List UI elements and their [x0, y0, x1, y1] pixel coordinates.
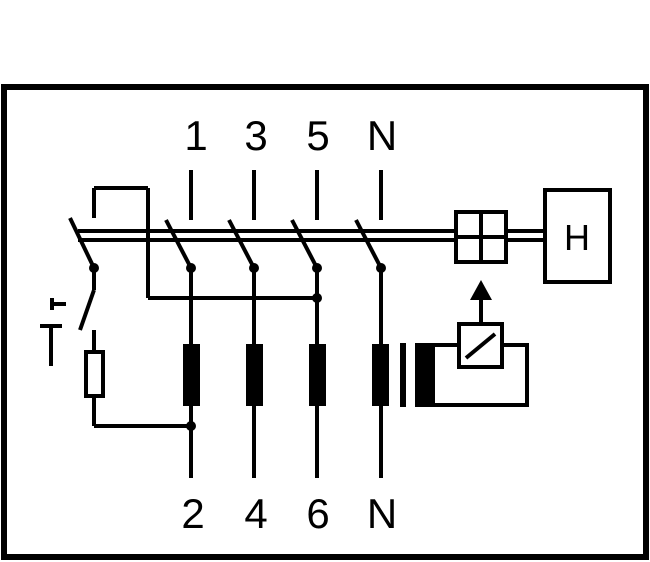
mechanical-linkage	[78, 229, 545, 242]
indicator-box	[543, 188, 612, 284]
top-terminal-stubs	[189, 170, 383, 220]
terminal-label-2: 2	[181, 490, 204, 537]
terminal-label-n-bottom: N	[367, 490, 397, 537]
terminal-label-6: 6	[306, 490, 329, 537]
terminal-label-3: 3	[244, 112, 267, 159]
junction-dots	[89, 263, 386, 431]
terminal-label-1: 1	[184, 112, 207, 159]
terminal-label-4: 4	[244, 490, 267, 537]
indicator-label: H	[564, 217, 590, 258]
test-circuit	[68, 186, 317, 428]
trip-relay-slash	[464, 332, 497, 360]
core-windings	[183, 344, 389, 406]
test-button-icon	[40, 298, 66, 366]
terminal-label-5: 5	[306, 112, 329, 159]
terminal-label-n-top: N	[367, 112, 397, 159]
trip-relay	[457, 322, 504, 369]
actuator-arrow-icon	[470, 280, 492, 300]
pole-switch-contacts	[164, 219, 383, 269]
latch-mechanism	[454, 210, 508, 264]
test-resistor	[84, 350, 105, 398]
diagram-frame	[1, 84, 649, 560]
